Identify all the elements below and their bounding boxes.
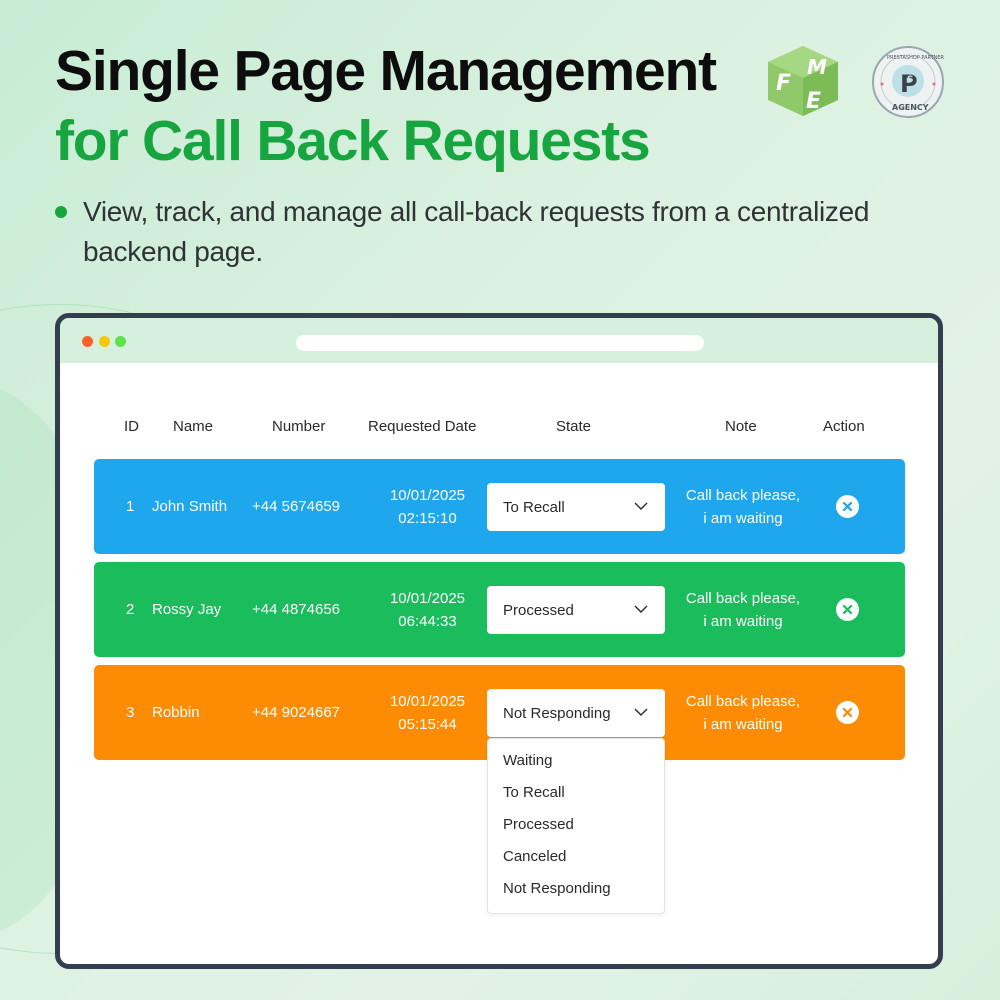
note-line: i am waiting [703,509,783,527]
close-icon [842,501,853,512]
svg-text:P: P [900,70,918,98]
row-time: 05:15:44 [398,715,457,733]
fme-logo-icon: F M E [768,46,838,116]
row-note: Call back please, i am waiting [674,665,812,760]
prestashop-partner-badge-icon: P S AGENCY PRESTASHOP PARTNER [872,46,945,118]
svg-text:PRESTASHOP PARTNER: PRESTASHOP PARTNER [887,55,945,61]
state-dropdown-menu: Waiting To Recall Processed Canceled Not… [487,738,665,914]
state-select-value: Not Responding [503,704,611,722]
note-line: Call back please, [685,486,801,504]
header-id: ID [124,418,139,435]
requests-table: 1 John Smith +44 5674659 10/01/2025 02:1… [94,459,905,914]
delete-request-button[interactable] [836,701,859,724]
row-name: Rossy Jay [152,601,222,618]
row-requested-date: 10/01/2025 02:15:10 [379,459,476,554]
address-bar[interactable] [296,335,704,351]
dropdown-option-waiting[interactable]: Waiting [503,752,553,769]
note-line: i am waiting [703,612,783,630]
chevron-down-icon [634,605,648,613]
delete-request-button[interactable] [836,598,859,621]
header-state: State [556,418,592,435]
svg-text:F: F [776,71,791,96]
row-date: 10/01/2025 [389,589,466,607]
minimize-window-dot-icon[interactable] [99,336,110,347]
row-id: 1 [126,498,135,515]
state-select-value: To Recall [503,498,565,516]
feature-bullet: View, track, and manage all call-back re… [55,192,955,272]
row-note: Call back please, i am waiting [674,562,812,657]
state-select[interactable]: Not Responding [487,689,665,737]
bullet-dot-icon [55,206,67,218]
state-select[interactable]: Processed [487,586,665,634]
header-action: Action [823,418,865,435]
state-select[interactable]: To Recall [487,483,665,531]
row-date: 10/01/2025 [389,692,466,710]
state-select-value: Processed [503,601,574,619]
row-note: Call back please, i am waiting [674,459,812,554]
header-requested-date: Requested Date [368,418,477,435]
svg-text:E: E [806,89,821,114]
maximize-window-dot-icon[interactable] [115,336,126,347]
header-name: Name [173,418,214,435]
dropdown-option-to-recall[interactable]: To Recall [503,784,565,801]
row-name: John Smith [152,498,228,515]
chevron-down-icon [634,502,648,510]
dropdown-option-processed[interactable]: Processed [503,816,574,833]
svg-text:S: S [907,75,913,85]
row-requested-date: 10/01/2025 06:44:33 [379,562,476,657]
row-number: +44 4874656 [252,601,341,618]
svg-text:M: M [807,55,827,79]
row-time: 06:44:33 [398,612,457,630]
chevron-down-icon [634,708,648,716]
close-icon [842,707,853,718]
row-number: +44 9024667 [252,704,341,721]
table-row: 1 John Smith +44 5674659 10/01/2025 02:1… [94,459,905,554]
row-name: Robbin [152,704,200,721]
close-icon [842,604,853,615]
row-id: 3 [126,704,135,721]
browser-window: ID Name Number Requested Date State Note… [55,313,943,969]
feature-description: View, track, and manage all call-back re… [83,196,870,267]
header-number: Number [272,418,326,435]
row-requested-date: 10/01/2025 05:15:44 [379,665,476,760]
row-date: 10/01/2025 [389,486,466,504]
page-subtitle: for Call Back Requests [55,109,651,173]
close-window-dot-icon[interactable] [82,336,93,347]
dropdown-option-not-responding[interactable]: Not Responding [503,880,611,897]
row-id: 2 [126,601,135,618]
dropdown-option-canceled[interactable]: Canceled [503,848,567,865]
delete-request-button[interactable] [836,495,859,518]
note-line: Call back please, [685,589,801,607]
table-header: ID Name Number Requested Date State Note… [60,418,938,438]
window-titlebar [60,318,938,363]
note-line: Call back please, [685,692,801,710]
header-note: Note [725,418,757,435]
page-title: Single Page Management [55,39,717,103]
svg-text:AGENCY: AGENCY [892,103,929,112]
row-time: 02:15:10 [398,509,457,527]
note-line: i am waiting [703,715,783,733]
table-row: 2 Rossy Jay +44 4874656 10/01/2025 06:44… [94,562,905,657]
row-number: +44 5674659 [252,498,341,515]
